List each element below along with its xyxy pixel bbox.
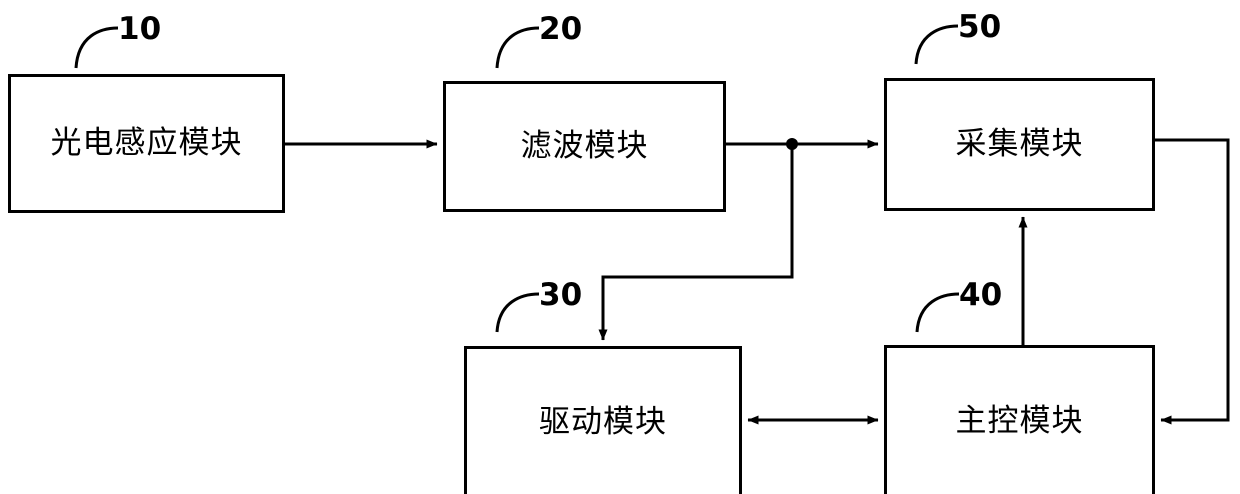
block-label: 滤波模块	[520, 128, 649, 164]
block-label: 光电感应模块	[50, 125, 243, 161]
block-label: 采集模块	[955, 126, 1084, 162]
junction-dot	[786, 138, 798, 150]
ref-number-10: 10	[118, 11, 162, 47]
arrow-acquire-to-main-loop	[1155, 138, 1230, 425]
block-label: 主控模块	[955, 403, 1084, 439]
block-main-control-module[interactable]: 主控模块	[884, 345, 1155, 494]
block-acquisition-module[interactable]: 采集模块	[884, 78, 1155, 211]
block-label: 驱动模块	[539, 403, 667, 440]
ref-number-40: 40	[959, 277, 1003, 313]
ref-number-50: 50	[958, 9, 1002, 45]
block-driver-module[interactable]: 驱动模块	[464, 346, 742, 494]
ref-number-30: 30	[539, 277, 583, 313]
block-photoelectric-sensing-module[interactable]: 光电感应模块	[8, 74, 285, 213]
ref-number-20: 20	[539, 11, 583, 47]
block-filter-module[interactable]: 滤波模块	[443, 81, 726, 212]
